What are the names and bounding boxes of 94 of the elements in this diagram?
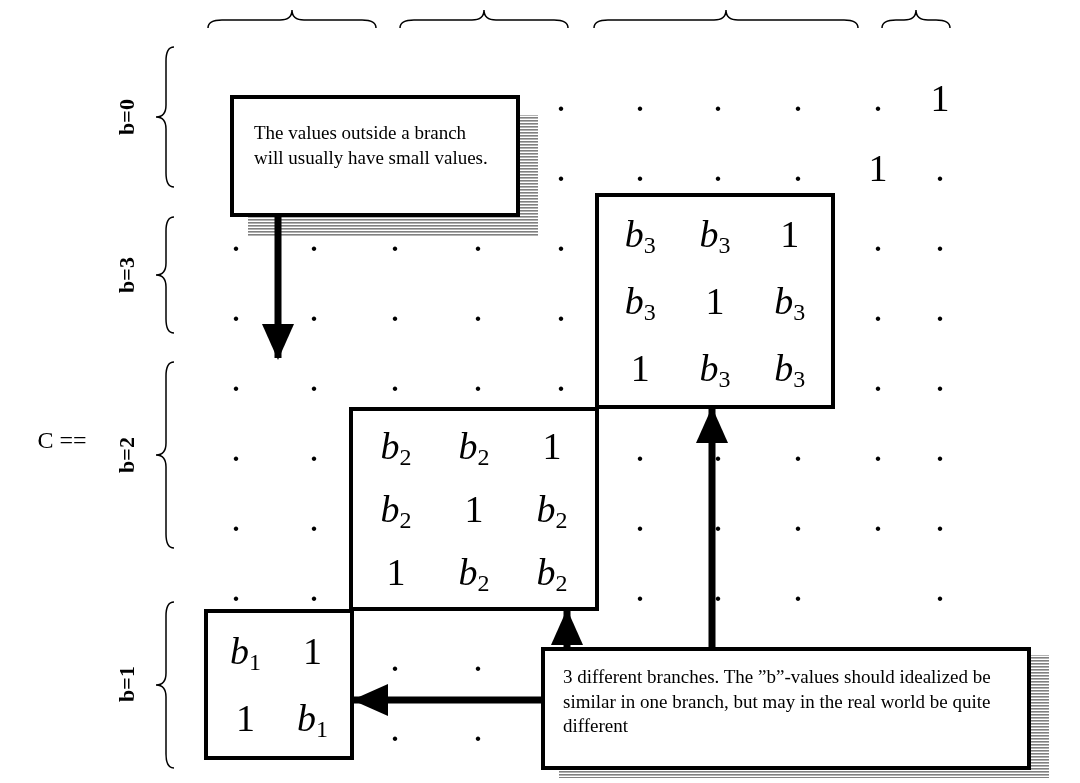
matrix-entry: . bbox=[635, 429, 645, 467]
callout-text: 3 different branches. The ”b”-values should idealized be similar in one branch, but may in the real world be quite different bbox=[563, 665, 992, 739]
matrix-entry: . bbox=[713, 499, 723, 537]
matrix-entry: b$_{2}$ bbox=[458, 427, 490, 466]
matrix-entry: . bbox=[713, 79, 723, 117]
matrix-entry: 1 bbox=[464, 490, 484, 528]
matrix-entry: 1 bbox=[386, 552, 406, 591]
matrix-entry: . bbox=[935, 149, 945, 187]
matrix-entry: . bbox=[390, 709, 400, 747]
matrix-entry: . bbox=[935, 289, 945, 327]
matrix-entry: . bbox=[473, 219, 483, 257]
arrow bbox=[262, 217, 294, 360]
arrow bbox=[551, 609, 583, 647]
matrix-entry: 1 bbox=[868, 149, 888, 187]
row-group-label: b=3 bbox=[114, 257, 140, 293]
matrix-entry: 1 bbox=[542, 427, 562, 466]
matrix-entry: . bbox=[873, 429, 883, 467]
matrix-block bbox=[595, 193, 835, 409]
matrix-entry: . bbox=[390, 289, 400, 327]
matrix-entry: . bbox=[793, 149, 803, 187]
matrix-entry: . bbox=[309, 499, 319, 537]
matrix-entry: 1 bbox=[630, 348, 650, 387]
matrix-entry: b$_{3}$ bbox=[699, 215, 731, 254]
matrix-entry: b$_{2}$ bbox=[536, 552, 568, 591]
arrow bbox=[696, 407, 728, 647]
matrix-entry: . bbox=[231, 569, 241, 607]
matrix-entry: . bbox=[635, 79, 645, 117]
matrix-entry: . bbox=[309, 219, 319, 257]
matrix-entry: . bbox=[935, 219, 945, 257]
matrix-entry: b$_{2}$ bbox=[380, 490, 412, 528]
matrix-entry: . bbox=[556, 219, 566, 257]
row-group-label: b=2 bbox=[114, 437, 140, 473]
matrix-entry: . bbox=[309, 359, 319, 397]
matrix-entry: b$_{3}$ bbox=[624, 215, 656, 254]
matrix-entry: 1 bbox=[705, 282, 725, 320]
row-group-label: b=0 bbox=[114, 99, 140, 135]
matrix-entry: . bbox=[935, 569, 945, 607]
callout-box bbox=[230, 95, 520, 217]
matrix-entry: . bbox=[793, 499, 803, 537]
matrix-entry: . bbox=[556, 359, 566, 397]
matrix-entry: . bbox=[935, 499, 945, 537]
matrix-entry: . bbox=[793, 429, 803, 467]
matrix-entry: . bbox=[635, 569, 645, 607]
matrix-entry: b$_{3}$ bbox=[774, 282, 806, 320]
matrix-entry: . bbox=[473, 709, 483, 747]
matrix-entry: b$_{2}$ bbox=[458, 552, 490, 591]
matrix-entry: . bbox=[231, 429, 241, 467]
matrix-entry: . bbox=[556, 289, 566, 327]
matrix-entry: b$_{3}$ bbox=[699, 348, 731, 387]
matrix-block bbox=[204, 609, 354, 760]
matrix-entry: b$_{2}$ bbox=[380, 427, 412, 466]
matrix-entry: 1 bbox=[930, 79, 950, 117]
matrix-entry: . bbox=[390, 219, 400, 257]
matrix-entry: 1 bbox=[236, 699, 255, 738]
matrix-entry: b$_{3}$ bbox=[774, 348, 806, 387]
matrix-entry: . bbox=[556, 79, 566, 117]
matrix-entry: . bbox=[390, 359, 400, 397]
matrix-entry: . bbox=[935, 359, 945, 397]
matrix-entry: b$_{3}$ bbox=[624, 282, 656, 320]
matrix-entry: . bbox=[713, 569, 723, 607]
matrix-entry: . bbox=[635, 149, 645, 187]
matrix-entry: . bbox=[231, 289, 241, 327]
matrix-entry: b$_{1}$ bbox=[230, 631, 261, 670]
matrix-entry: . bbox=[473, 289, 483, 327]
callout-box bbox=[541, 647, 1031, 770]
matrix-entry: . bbox=[873, 289, 883, 327]
matrix-entry: . bbox=[713, 149, 723, 187]
matrix-entry: . bbox=[793, 569, 803, 607]
matrix-entry: . bbox=[873, 79, 883, 117]
matrix-entry: . bbox=[556, 149, 566, 187]
matrix-name: C == bbox=[37, 428, 87, 452]
matrix-entry: . bbox=[309, 429, 319, 467]
matrix-entry: . bbox=[793, 79, 803, 117]
matrix-entry: b$_{2}$ bbox=[536, 490, 568, 528]
matrix-entry: . bbox=[713, 429, 723, 467]
matrix-entry: . bbox=[873, 359, 883, 397]
matrix-entry: . bbox=[473, 359, 483, 397]
matrix-entry: . bbox=[390, 639, 400, 677]
matrix-entry: . bbox=[635, 499, 645, 537]
matrix-entry: . bbox=[935, 429, 945, 467]
matrix-entry: . bbox=[231, 219, 241, 257]
matrix-entry: . bbox=[309, 289, 319, 327]
matrix-entry: . bbox=[231, 499, 241, 537]
callout-text: The values outside a branch will usually have small values. bbox=[254, 121, 489, 170]
matrix-entry: . bbox=[873, 219, 883, 257]
matrix-entry: 1 bbox=[780, 215, 800, 254]
matrix-block bbox=[349, 407, 599, 611]
matrix-entry: . bbox=[231, 359, 241, 397]
matrix-entry: . bbox=[873, 499, 883, 537]
matrix-entry: . bbox=[309, 569, 319, 607]
matrix-entry: . bbox=[473, 639, 483, 677]
matrix-entry: b$_{1}$ bbox=[297, 699, 328, 738]
matrix-entry: 1 bbox=[303, 631, 322, 670]
row-group-label: b=1 bbox=[114, 666, 140, 702]
